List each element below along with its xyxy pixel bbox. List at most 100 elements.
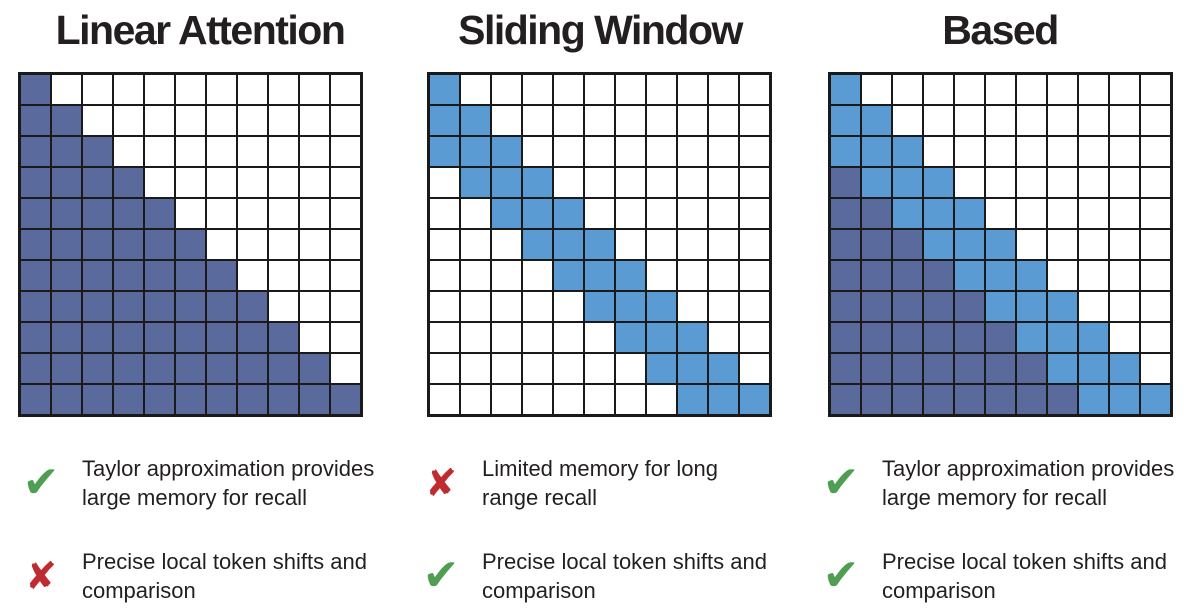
grid-cell <box>893 323 922 352</box>
grid-cell <box>709 75 738 104</box>
grid-cell <box>461 106 490 135</box>
grid-cell <box>893 261 922 290</box>
grid-cell <box>1141 385 1170 414</box>
grid-cell <box>461 261 490 290</box>
grid-cell <box>647 75 676 104</box>
grid-cell <box>1079 354 1108 383</box>
grid-cell <box>207 106 236 135</box>
grid-cell <box>492 323 521 352</box>
grid-cell <box>955 292 984 321</box>
grid-cell <box>1079 292 1108 321</box>
grid-cell <box>52 230 81 259</box>
grid-cell <box>647 354 676 383</box>
grid-cell <box>523 106 552 135</box>
grid-cell <box>647 323 676 352</box>
grid-cell <box>1017 385 1046 414</box>
grid-cell <box>554 199 583 228</box>
grid-cell <box>523 75 552 104</box>
grid-cell <box>430 106 459 135</box>
grid-cell <box>893 199 922 228</box>
grid-cell <box>554 292 583 321</box>
grid-cell <box>300 323 329 352</box>
grid-cell <box>461 137 490 166</box>
grid-cell <box>21 199 50 228</box>
grid-cell <box>207 168 236 197</box>
grid-cell <box>585 168 614 197</box>
grid-cell <box>862 230 891 259</box>
grid-cell <box>207 323 236 352</box>
grid-cell <box>1079 168 1108 197</box>
feature-text: Precise local token shifts and compariso… <box>82 549 367 603</box>
grid-cell <box>678 385 707 414</box>
grid-cell <box>740 137 769 166</box>
grid-cell <box>709 137 738 166</box>
matrix-container <box>400 55 800 417</box>
grid-cell <box>1141 261 1170 290</box>
grid-cell <box>893 168 922 197</box>
grid-cell <box>207 261 236 290</box>
grid-cell <box>986 385 1015 414</box>
grid-cell <box>585 230 614 259</box>
grid-cell <box>331 168 360 197</box>
grid-cell <box>924 354 953 383</box>
grid-cell <box>616 261 645 290</box>
matrix-container <box>800 55 1200 417</box>
grid-cell <box>523 168 552 197</box>
grid-cell <box>924 230 953 259</box>
grid-cell <box>678 261 707 290</box>
grid-cell <box>862 137 891 166</box>
grid-cell <box>1141 292 1170 321</box>
grid-cell <box>585 354 614 383</box>
check-icon: ✔ <box>822 457 860 508</box>
grid-cell <box>924 75 953 104</box>
panel-title: Sliding Window <box>458 7 743 53</box>
grid-cell <box>145 230 174 259</box>
grid-cell <box>430 323 459 352</box>
grid-cell <box>430 168 459 197</box>
grid-cell <box>986 261 1015 290</box>
grid-cell <box>492 261 521 290</box>
grid-cell <box>740 106 769 135</box>
grid-cell <box>1141 323 1170 352</box>
grid-cell <box>955 75 984 104</box>
grid-cell <box>176 106 205 135</box>
grid-cell <box>647 199 676 228</box>
grid-cell <box>300 385 329 414</box>
grid-cell <box>461 292 490 321</box>
grid-cell <box>83 230 112 259</box>
grid-cell <box>1079 106 1108 135</box>
grid-cell <box>1017 292 1046 321</box>
grid-cell <box>955 261 984 290</box>
grid-cell <box>986 354 1015 383</box>
grid-cell <box>83 261 112 290</box>
grid-cell <box>331 354 360 383</box>
grid-cell <box>647 106 676 135</box>
grid-cell <box>114 75 143 104</box>
grid-cell <box>269 354 298 383</box>
grid-cell <box>1079 230 1108 259</box>
grid-cell <box>831 354 860 383</box>
grid-cell <box>331 199 360 228</box>
grid-cell <box>145 199 174 228</box>
grid-cell <box>1110 75 1139 104</box>
grid-cell <box>238 75 267 104</box>
grid-cell <box>1048 168 1077 197</box>
grid-cell <box>300 199 329 228</box>
grid-cell <box>492 199 521 228</box>
grid-cell <box>862 385 891 414</box>
grid-cell <box>1048 137 1077 166</box>
grid-cell <box>176 199 205 228</box>
grid-cell <box>1110 199 1139 228</box>
grid-cell <box>269 199 298 228</box>
grid-cell <box>269 385 298 414</box>
grid-cell <box>709 354 738 383</box>
grid-cell <box>585 323 614 352</box>
grid-cell <box>616 168 645 197</box>
feature-list: ✘ Limited memory for long range recall ✔… <box>400 417 800 609</box>
grid-cell <box>647 385 676 414</box>
grid-cell <box>1110 106 1139 135</box>
grid-cell <box>831 323 860 352</box>
grid-cell <box>554 354 583 383</box>
grid-cell <box>1048 354 1077 383</box>
grid-cell <box>114 261 143 290</box>
